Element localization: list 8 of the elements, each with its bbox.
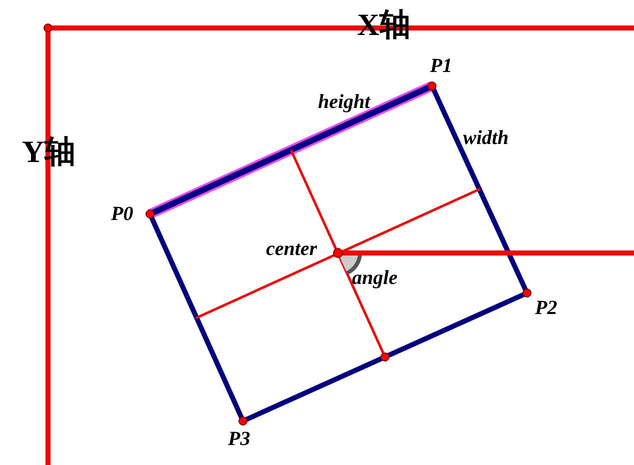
point-label: P2 — [535, 298, 558, 318]
dimension-label: height — [318, 92, 370, 112]
point-label: center — [266, 239, 318, 259]
point-label: P1 — [430, 56, 452, 76]
angle-label: angle — [352, 268, 398, 288]
dimension-label: width — [463, 128, 509, 148]
point-label: P0 — [111, 204, 134, 224]
point-label: P3 — [228, 429, 250, 449]
